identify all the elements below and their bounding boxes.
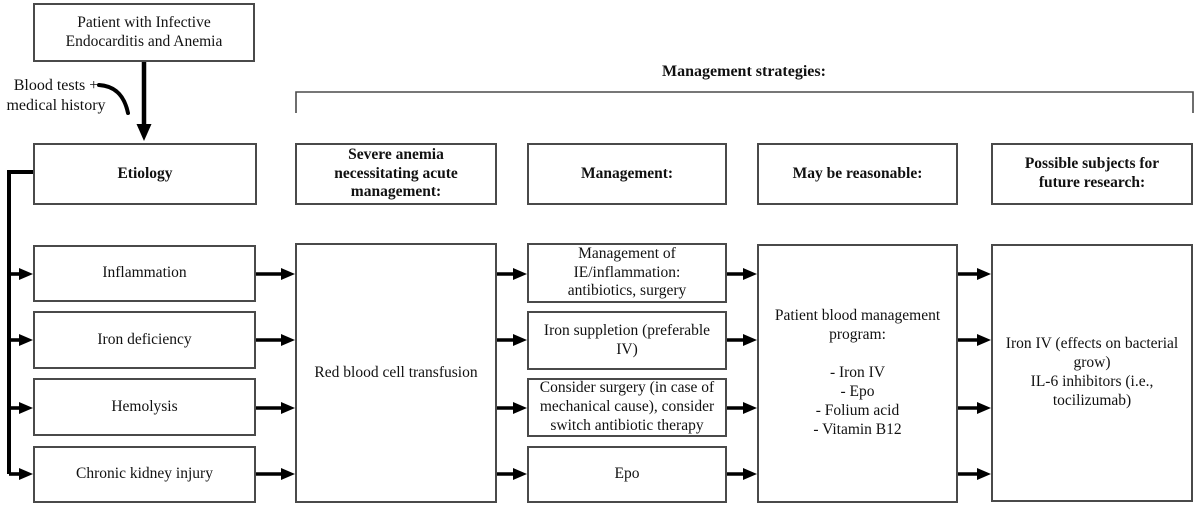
- etiology-box-chronic-kidney-injury: Chronic kidney injury: [33, 446, 256, 503]
- patient-box: Patient with Infective Endocarditis and …: [33, 3, 255, 62]
- etiology-box-iron-deficiency: Iron deficiency: [33, 311, 256, 369]
- curve-bloodtests-merge: [97, 83, 130, 115]
- etiology-header-box: Etiology: [33, 143, 257, 205]
- transfusion-box: Red blood cell transfusion: [295, 243, 497, 503]
- severe-anemia-header-box: Severe anemia necessitating acute manage…: [295, 143, 497, 205]
- may-be-reasonable-header-box: May be reasonable:: [757, 143, 958, 205]
- management-box-iron-suppletion: Iron suppletion (preferable IV): [527, 311, 727, 370]
- management-strategies-bracket: [295, 91, 1194, 113]
- management-box-consider-surgery: Consider surgery (in case of mechanical …: [527, 378, 727, 437]
- blood-tests-label: Blood tests + medical history: [6, 77, 106, 114]
- management-box-epo: Epo: [527, 446, 727, 503]
- future-research-header-box: Possible subjects for future research:: [991, 143, 1193, 205]
- future-research-box: Iron IV (effects on bacterial grow) IL-6…: [991, 244, 1193, 502]
- etiology-branch-line: [7, 170, 33, 474]
- etiology-box-inflammation: Inflammation: [33, 245, 256, 302]
- management-strategies-title: Management strategies:: [662, 63, 826, 80]
- management-box-ie-inflammation: Management of IE/inflammation: antibioti…: [527, 243, 727, 303]
- patient-blood-management-box: Patient blood management program: - Iron…: [757, 244, 958, 503]
- management-header-box: Management:: [527, 143, 727, 205]
- etiology-box-hemolysis: Hemolysis: [33, 378, 256, 436]
